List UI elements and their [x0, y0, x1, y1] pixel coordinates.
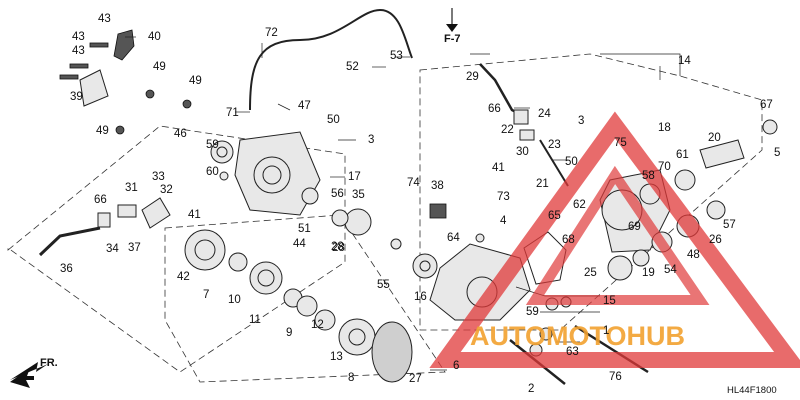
part-callout-8: 8: [348, 372, 354, 384]
part-callout-65: 65: [548, 210, 561, 222]
part-callout-42: 42: [177, 271, 190, 283]
part-callout-72: 72: [265, 27, 278, 39]
forward-label: FR.: [40, 357, 58, 369]
part-callout-5: 5: [774, 147, 780, 159]
part-callout-59: 59: [206, 139, 219, 151]
part-callout-22: 22: [501, 124, 514, 136]
part-callout-30: 30: [516, 146, 529, 158]
part-callout-43: 43: [98, 13, 111, 25]
part-callout-41: 41: [492, 162, 505, 174]
part-callout-16: 16: [414, 291, 427, 303]
part-callout-18: 18: [658, 122, 671, 134]
part-callout-9: 9: [286, 327, 292, 339]
part-callout-71: 71: [226, 107, 239, 119]
part-callout-28: 28: [332, 242, 345, 254]
part-callout-57: 57: [723, 219, 736, 231]
part-callout-70: 70: [658, 161, 671, 173]
part-callout-59: 59: [526, 306, 539, 318]
part-callout-45: 45: [0, 0, 13, 3]
part-callout-34: 34: [106, 243, 119, 255]
part-callout-49: 49: [189, 75, 202, 87]
part-callout-61: 61: [676, 149, 689, 161]
part-callout-68: 68: [562, 234, 575, 246]
part-callout-60: 60: [206, 166, 219, 178]
part-callout-52: 52: [346, 61, 359, 73]
part-callout-40: 40: [148, 31, 161, 43]
part-callout-11: 11: [249, 314, 261, 326]
group-outlines: [7, 53, 763, 383]
part-callout-62: 62: [573, 199, 586, 211]
part-callout-13: 13: [330, 351, 343, 363]
part-callout-48: 48: [687, 249, 700, 261]
part-callout-44: 44: [293, 238, 306, 250]
part-callout-74: 74: [407, 177, 420, 189]
part-callout-37: 37: [128, 242, 141, 254]
part-callout-36: 36: [60, 263, 73, 275]
part-callout-33: 33: [152, 171, 165, 183]
part-callout-3: 3: [578, 115, 584, 127]
part-callout-25: 25: [584, 267, 597, 279]
parts-layer: [38, 8, 778, 385]
part-callout-54: 54: [664, 264, 677, 276]
part-callout-4: 4: [500, 215, 507, 227]
part-callout-29: 29: [466, 71, 479, 83]
part-callout-6: 6: [453, 360, 459, 372]
part-callout-7: 7: [203, 289, 209, 301]
part-callout-49: 49: [96, 125, 109, 137]
forward-arrow-icon: [10, 368, 34, 388]
part-callout-3: 3: [368, 134, 374, 146]
part-callout-14: 14: [678, 55, 691, 67]
part-callout-2: 2: [528, 383, 534, 395]
part-callout-53: 53: [390, 50, 403, 62]
reference-marks: [10, 8, 458, 388]
part-callout-47: 47: [298, 100, 311, 112]
part-callout-28: 28: [331, 241, 344, 253]
reference-label: F-7: [444, 33, 461, 45]
part-callout-20: 20: [708, 132, 721, 144]
drawing-code: HL44F1800: [727, 385, 777, 396]
part-callout-43: 43: [72, 45, 85, 57]
part-callout-64: 64: [447, 232, 460, 244]
part-callout-73: 73: [497, 191, 510, 203]
part-callout-41: 41: [188, 209, 201, 221]
part-callout-50: 50: [327, 114, 340, 126]
part-callout-27: 27: [409, 373, 422, 385]
part-callout-21: 21: [536, 178, 549, 190]
part-callout-17: 17: [348, 171, 361, 183]
part-callout-56: 56: [331, 188, 344, 200]
part-callout-1: 1: [603, 325, 609, 337]
part-callout-35: 35: [352, 189, 365, 201]
part-callout-32: 32: [160, 184, 173, 196]
part-callout-66: 66: [488, 103, 501, 115]
part-callout-55: 55: [377, 279, 390, 291]
part-callout-67: 67: [760, 99, 773, 111]
part-callout-15: 15: [603, 295, 616, 307]
part-callout-76: 76: [609, 371, 622, 383]
part-callout-63: 63: [566, 346, 579, 358]
part-callout-58: 58: [642, 170, 655, 182]
part-callout-24: 24: [538, 108, 551, 120]
part-callout-38: 38: [431, 180, 444, 192]
part-callout-49: 49: [153, 61, 166, 73]
part-callout-75: 75: [614, 137, 627, 149]
part-callout-12: 12: [311, 319, 324, 331]
part-callout-39: 39: [70, 91, 83, 103]
part-callout-31: 31: [125, 182, 138, 194]
part-callout-51: 51: [298, 223, 311, 235]
part-callout-10: 10: [228, 294, 241, 306]
part-callout-69: 69: [628, 221, 641, 233]
part-callout-23: 23: [548, 139, 561, 151]
part-callout-66: 66: [94, 194, 107, 206]
part-callout-46: 46: [174, 128, 187, 140]
watermark-text: AUTOMOTOHUB: [470, 321, 685, 351]
part-callout-43: 43: [72, 31, 85, 43]
part-callout-19: 19: [642, 267, 655, 279]
watermark: AUTOMOTOHUB: [429, 111, 800, 368]
part-callout-26: 26: [709, 234, 722, 246]
part-callout-50: 50: [565, 156, 578, 168]
